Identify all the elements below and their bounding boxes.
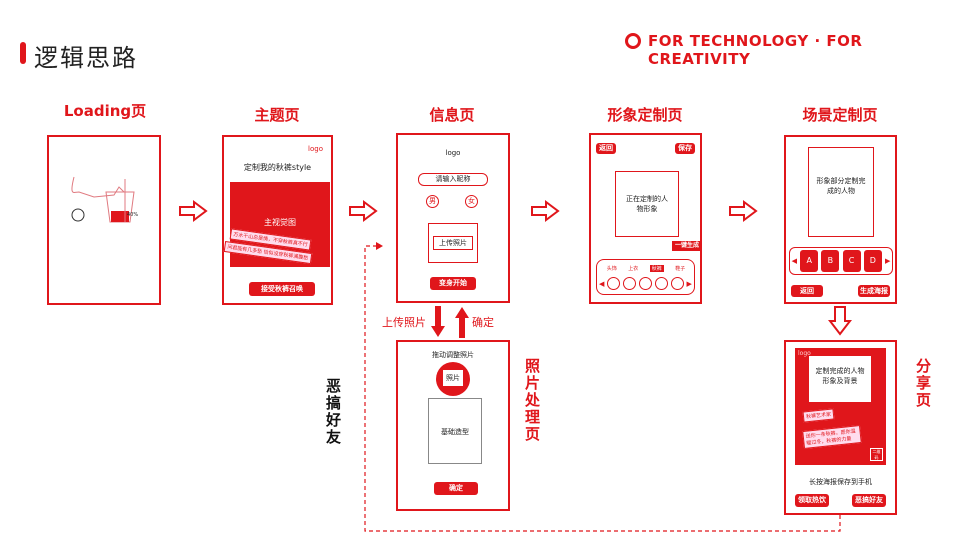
item-slot[interactable] xyxy=(670,277,684,290)
scene-preview: 形象部分定制完成的人物 xyxy=(808,147,874,237)
label-info: 信息页 xyxy=(429,106,475,124)
photo-circle[interactable]: 照片 xyxy=(436,362,470,396)
label-prank: 恶搞好友 xyxy=(324,378,342,446)
gender-female-option[interactable]: 女 xyxy=(465,195,478,208)
scene-option-d[interactable]: D xyxy=(863,250,882,272)
arrow-right-icon xyxy=(531,200,560,222)
prev-icon[interactable]: ◀ xyxy=(599,279,605,288)
item-picker: 头饰 上衣 秋裤 鞋子 ◀ ▶ xyxy=(596,259,695,295)
photo-page-frame: 拖动调整照片 照片 基础造型 确定 xyxy=(396,340,510,511)
label-scene: 场景定制页 xyxy=(802,106,878,124)
label-share: 分享页 xyxy=(914,358,932,409)
confirm-button[interactable]: 确定 xyxy=(434,482,478,495)
start-transform-button[interactable]: 变身开始 xyxy=(430,277,476,290)
theme-logo: logo xyxy=(308,145,323,153)
item-slot[interactable] xyxy=(654,277,668,290)
scene-page-frame: 形象部分定制完成的人物 ◀ A B C D ▶ 返回 生成海报 xyxy=(784,135,897,304)
info-page-frame: logo 请输入昵称 男 女 上传照片 变身开始 xyxy=(396,133,510,303)
tab-top[interactable]: 上衣 xyxy=(628,266,639,272)
next-icon[interactable]: ▶ xyxy=(686,279,692,288)
label-theme: 主题页 xyxy=(254,106,300,124)
save-button[interactable]: 保存 xyxy=(675,143,695,154)
one-click-generate-button[interactable]: 一键生成 xyxy=(672,241,702,251)
prank-friend-button[interactable]: 恶搞好友 xyxy=(852,494,886,507)
scene-option-b[interactable]: B xyxy=(821,250,840,272)
brand-slogan: FOR TECHNOLOGY · FOR CREATIVITY xyxy=(648,32,863,68)
photo-hint: 拖动调整照片 xyxy=(432,351,474,359)
item-slot[interactable] xyxy=(623,277,637,290)
tab-headwear[interactable]: 头饰 xyxy=(606,266,617,272)
theme-page-frame: logo 定制我的秋裤style 主视觉图 万水千山总是情，不穿秋裤真不行 问君… xyxy=(222,135,333,305)
brand-logo-icon xyxy=(625,33,641,49)
poster-logo: logo xyxy=(798,350,811,357)
loading-percent: 40% xyxy=(127,212,139,218)
arrow-up-icon xyxy=(455,307,469,338)
scene-options: ◀ A B C D ▶ xyxy=(789,247,893,275)
nickname-input[interactable]: 请输入昵称 xyxy=(418,173,488,186)
arrow-right-icon xyxy=(349,200,378,222)
title-bar-accent xyxy=(20,42,26,64)
generate-poster-button[interactable]: 生成海报 xyxy=(858,285,890,297)
item-slot[interactable] xyxy=(607,277,621,290)
arrow-down-icon xyxy=(431,306,445,337)
theme-heading: 定制我的秋裤style xyxy=(243,163,312,172)
label-avatar: 形象定制页 xyxy=(607,106,683,124)
loading-page-frame: 40% xyxy=(47,135,161,305)
info-logo: logo xyxy=(445,149,461,157)
loading-cup-icon xyxy=(71,176,135,223)
share-hint: 长按海报保存到手机 xyxy=(809,478,872,486)
confirm-flow-label: 确定 xyxy=(472,316,494,329)
avatar-page-frame: 返回 保存 正在定制的人物形象 一键生成 头饰 上衣 秋裤 鞋子 ◀ ▶ xyxy=(589,133,702,304)
get-drink-button[interactable]: 领取热饮 xyxy=(795,494,829,507)
gender-male-option[interactable]: 男 xyxy=(426,195,439,208)
photo-label: 照片 xyxy=(443,370,463,386)
scene-option-a[interactable]: A xyxy=(800,250,819,272)
arrow-right-icon xyxy=(729,200,758,222)
base-model: 基础造型 xyxy=(428,398,482,464)
poster-preview: 定制完成的人物形象及背景 xyxy=(809,356,871,402)
arrow-down-icon xyxy=(828,306,852,336)
item-slot[interactable] xyxy=(638,277,652,290)
arrow-right-icon xyxy=(179,200,208,222)
qr-code: 二维码 xyxy=(870,448,883,461)
tab-pants[interactable]: 秋裤 xyxy=(649,265,664,272)
accept-button[interactable]: 接受秋裤召唤 xyxy=(249,282,315,296)
upload-photo-box[interactable]: 上传照片 xyxy=(428,223,478,263)
poster: logo 定制完成的人物形象及背景 秋裤艺术家 送你一条秋裤，愿你温暖过冬，秋裤… xyxy=(795,348,886,465)
label-photo: 照片处理页 xyxy=(523,358,541,443)
next-icon[interactable]: ▶ xyxy=(885,257,891,265)
label-loading: Loading页 xyxy=(63,102,147,120)
prev-icon[interactable]: ◀ xyxy=(791,257,797,265)
upload-flow-label: 上传照片 xyxy=(382,316,426,329)
scene-option-c[interactable]: C xyxy=(842,250,861,272)
page-title: 逻辑思路 xyxy=(34,44,138,72)
avatar-preview: 正在定制的人物形象 xyxy=(615,171,679,237)
tab-shoes[interactable]: 鞋子 xyxy=(675,266,686,272)
share-page-frame: logo 定制完成的人物形象及背景 秋裤艺术家 送你一条秋裤，愿你温暖过冬，秋裤… xyxy=(784,340,897,515)
back-button[interactable]: 返回 xyxy=(791,285,823,297)
main-visual-label: 主视觉图 xyxy=(264,218,296,227)
back-button[interactable]: 返回 xyxy=(596,143,616,154)
upload-photo-label: 上传照片 xyxy=(433,236,473,250)
